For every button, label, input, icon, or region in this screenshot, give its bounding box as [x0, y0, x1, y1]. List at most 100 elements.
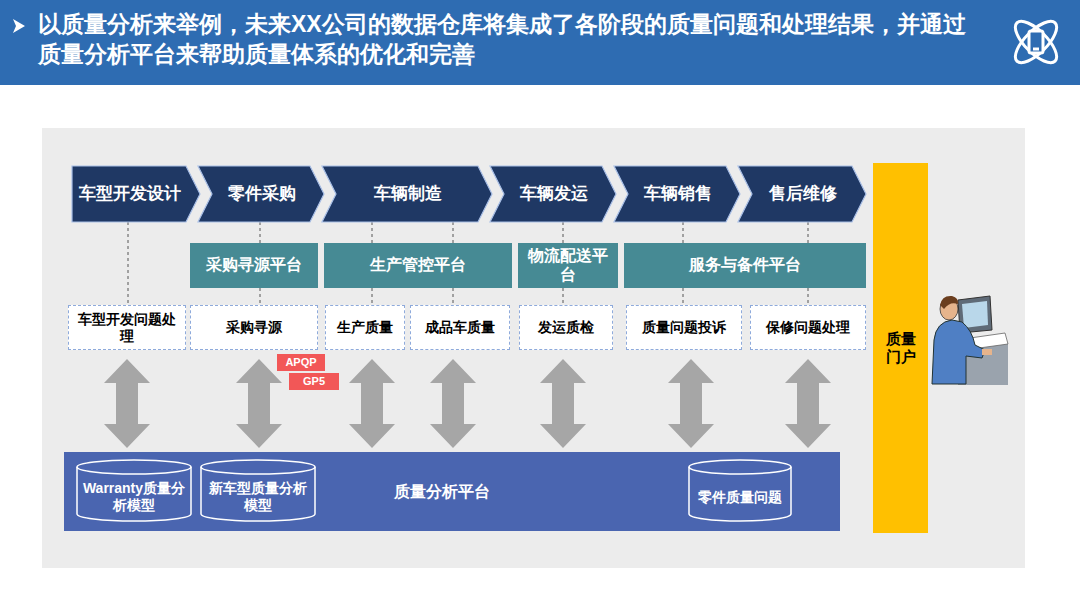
node-label: Warranty质量分析模型 [80, 480, 188, 514]
text-holder: APQP [277, 354, 325, 371]
text-holder: 生产质量 [326, 306, 404, 349]
platform-band: 质量分析平台 Warranty质量分析模型新车型质量分析模型 零件质量问题 [64, 452, 840, 531]
node-label: 成品车质量 [425, 319, 495, 336]
dashed-link [371, 222, 372, 243]
dashed-link [259, 288, 260, 305]
chevron-outline [322, 166, 492, 222]
dashed-link [452, 288, 453, 305]
process-box: 质量问题投诉 [626, 305, 742, 350]
node-label: 车型开发设计 [79, 184, 181, 204]
atom-phone-icon [1009, 15, 1063, 69]
process-box: 成品车质量 [410, 305, 510, 350]
node-label: 服务与备件平台 [689, 256, 801, 274]
platform-box: 物流配送平台 [518, 243, 618, 288]
chevron-outline [738, 166, 866, 222]
node-label: 物流配送平台 [522, 247, 614, 284]
text-holder: 零件质量问题 [688, 460, 792, 522]
node-label: 售后维修 [769, 184, 837, 204]
database-cylinder: Warranty质量分析模型 [76, 460, 192, 522]
text-holder: 服务与备件平台 [624, 243, 866, 288]
double-arrow [540, 359, 586, 448]
dashed-link [807, 222, 808, 243]
dashed-link [452, 222, 453, 243]
text-holder: 保修问题处理 [751, 306, 865, 349]
process-box: 车型开发问题处理 [68, 305, 186, 350]
database-cylinder: 新车型质量分析模型 [200, 460, 316, 522]
node-label: 车辆销售 [644, 184, 712, 204]
stage-chevron: 售后维修 [738, 166, 866, 222]
platform-box: 采购寻源平台 [190, 243, 318, 288]
dashed-link [682, 288, 683, 305]
text-holder: 车辆销售 [614, 166, 740, 222]
dashed-link [682, 222, 683, 243]
node-label: 车辆制造 [374, 184, 442, 204]
process-box: 保修问题处理 [750, 305, 866, 350]
cylinder-rim [689, 467, 791, 474]
cylinder-body [201, 460, 315, 521]
title-bar [0, 0, 1080, 85]
node-label: 质量分析平台 [394, 482, 490, 501]
text-holder: 质量门户 [873, 163, 928, 533]
node-label: 生产管控平台 [370, 256, 466, 274]
process-box: 发运质检 [519, 305, 613, 350]
node-label: APQP [285, 356, 316, 369]
node-label: 采购寻源 [226, 319, 282, 336]
node-label: 质量问题投诉 [642, 319, 726, 336]
platform-box: 服务与备件平台 [624, 243, 866, 288]
double-arrow [430, 359, 476, 448]
node-label: 新车型质量分析模型 [204, 480, 312, 514]
dashed-link [807, 288, 808, 305]
chevron-outline [72, 166, 200, 222]
process-box: 生产质量 [325, 305, 405, 350]
dashed-link [562, 288, 563, 305]
dashed-link [127, 222, 128, 305]
text-holder: 生产管控平台 [324, 243, 512, 288]
dashed-link [562, 222, 563, 243]
text-holder: 车型开发设计 [72, 166, 200, 222]
node-label: 零件采购 [228, 184, 296, 204]
cylinder-rim [201, 467, 315, 474]
text-holder: 车辆制造 [322, 166, 492, 222]
text-holder: 车型开发问题处理 [69, 306, 185, 349]
text-holder: 采购寻源平台 [190, 243, 318, 288]
chevron-outline [614, 166, 740, 222]
text-holder: 发运质检 [520, 306, 612, 349]
text-holder: 采购寻源 [191, 306, 317, 349]
stage-chevron: 车辆发运 [490, 166, 616, 222]
node-label: 发运质检 [538, 319, 594, 336]
person-at-computer [932, 296, 1008, 385]
bullet-arrow [13, 19, 25, 33]
node-label: 车辆发运 [520, 184, 588, 204]
text-holder: 物流配送平台 [518, 243, 618, 288]
double-arrow [785, 359, 831, 448]
node-label: 质量门户 [885, 330, 916, 366]
text-holder: 售后维修 [738, 166, 866, 222]
text-holder: 新车型质量分析模型 [200, 460, 316, 522]
double-arrow [236, 359, 282, 448]
double-arrow [349, 359, 395, 448]
node-label: 生产质量 [337, 319, 393, 336]
tag-box: APQP [277, 354, 325, 371]
stage-chevron: 车型开发设计 [72, 166, 200, 222]
grey-panel [42, 128, 1025, 568]
text-holder: 零件采购 [198, 166, 324, 222]
portal-bar: 质量门户 [873, 163, 928, 533]
node-label: 车型开发问题处理 [73, 311, 181, 345]
double-arrow [104, 359, 150, 448]
chevron-outline [198, 166, 324, 222]
text-holder: Warranty质量分析模型 [76, 460, 192, 522]
stage-chevron: 车辆销售 [614, 166, 740, 222]
text-holder: 车辆发运 [490, 166, 616, 222]
text-holder: 质量问题投诉 [627, 306, 741, 349]
double-arrow [668, 359, 714, 448]
dashed-link [259, 222, 260, 243]
node-label: 采购寻源平台 [206, 256, 302, 274]
tag-box: GP5 [289, 373, 339, 390]
text-holder: 成品车质量 [411, 306, 509, 349]
stage-chevron: 车辆制造 [322, 166, 492, 222]
text-holder: GP5 [289, 373, 339, 390]
stage-chevron: 零件采购 [198, 166, 324, 222]
database-cylinder: 零件质量问题 [688, 460, 792, 522]
dashed-link [371, 288, 372, 305]
platform-box: 生产管控平台 [324, 243, 512, 288]
